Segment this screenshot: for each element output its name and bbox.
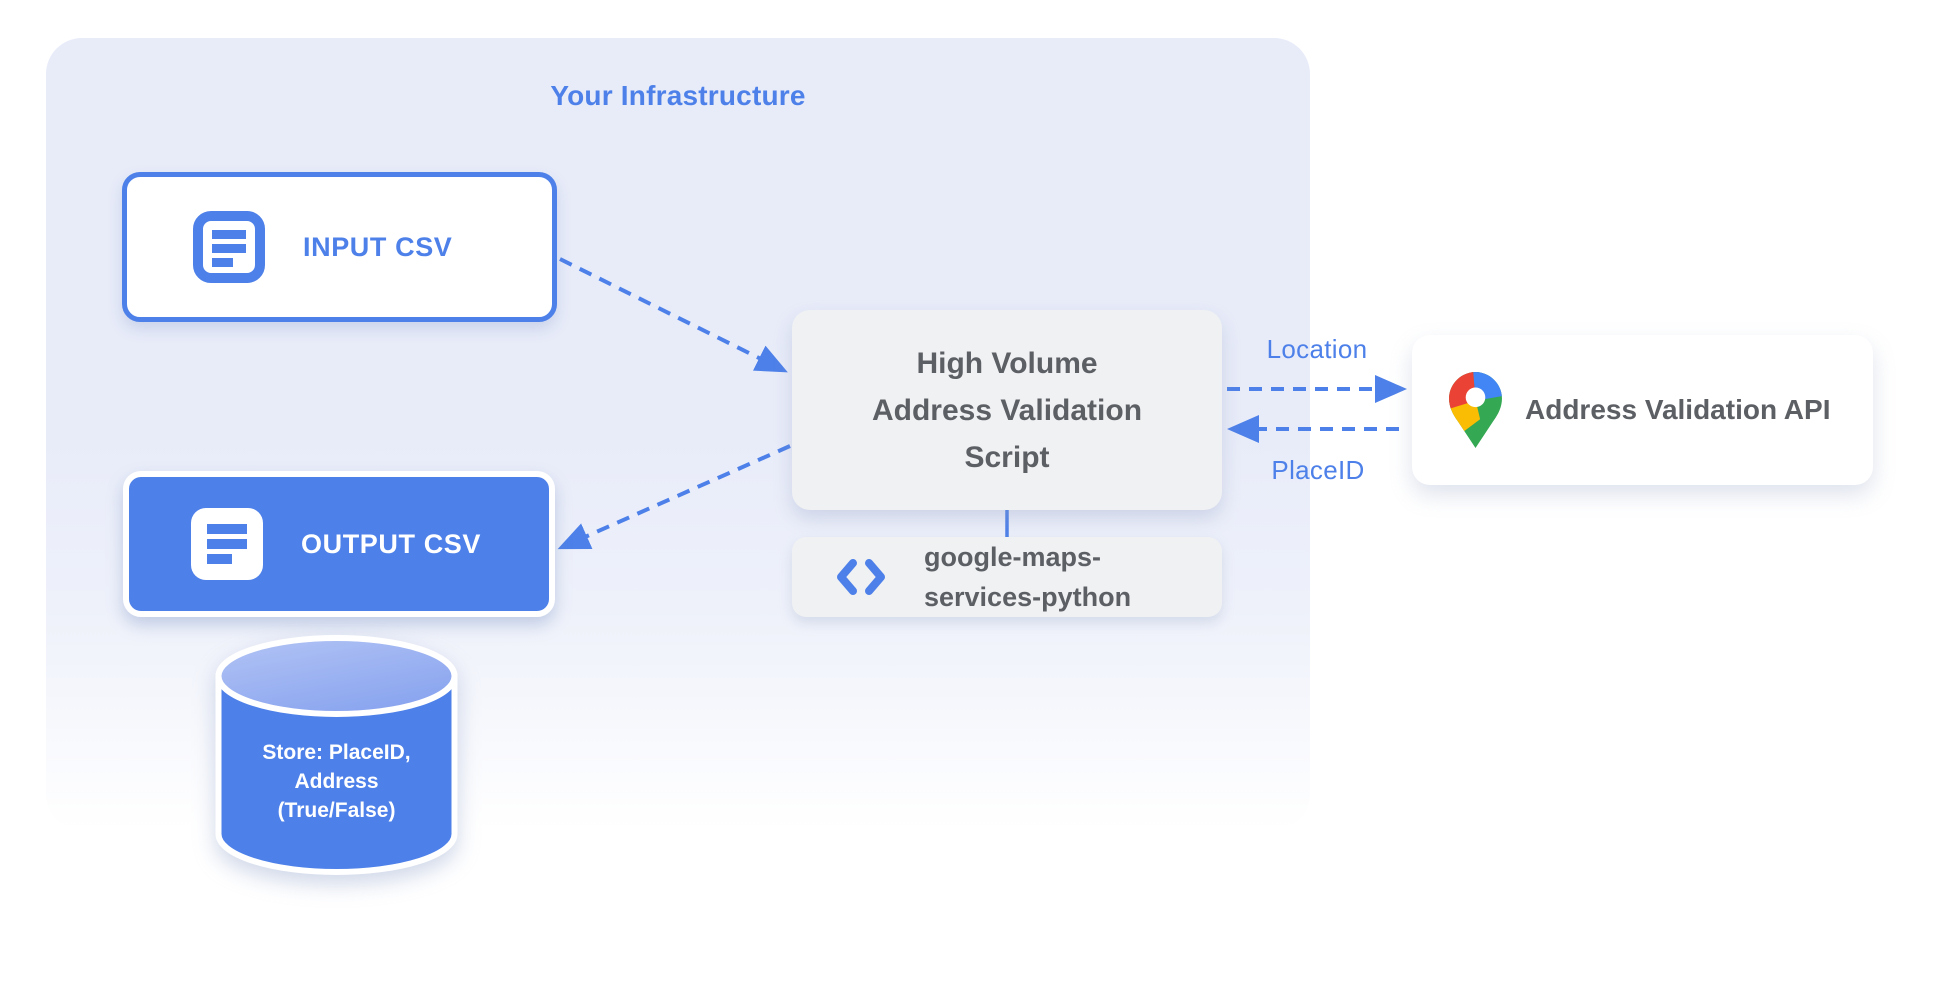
code-icon [837,559,885,595]
edge-label-location: Location [1266,334,1368,364]
script-label-line: Address Validation [871,393,1143,427]
input-csv-label: INPUT CSV [303,231,453,262]
datastore-line: Address [294,770,379,793]
library-label: google-maps- services-python [924,537,1131,617]
output-csv-label: OUTPUT CSV [301,528,482,559]
script-node: High Volume Address Validation Script [792,310,1222,510]
document-icon [193,211,265,283]
output-csv-node: OUTPUT CSV [123,471,555,617]
input-csv-node: INPUT CSV [122,172,557,322]
datastore-label: Store: PlaceID, Address (True/False) [218,738,455,825]
script-label-line: Script [964,440,1050,474]
datastore-line: Store: PlaceID, [262,741,411,764]
api-node: Address Validation API [1412,335,1873,485]
script-label-line: High Volume [916,346,1098,380]
library-label-line: services-python [924,582,1132,612]
datastore-line: (True/False) [277,799,396,822]
edge-label-placeid: PlaceID [1271,455,1365,485]
database-cylinder [215,635,458,875]
library-node: google-maps- services-python [792,537,1222,617]
google-maps-pin-icon [1449,372,1502,448]
group-title: Your Infrastructure [550,80,806,111]
library-label-line: google-maps- [924,542,1102,572]
document-icon [191,508,263,580]
api-label: Address Validation API [1525,394,1831,425]
